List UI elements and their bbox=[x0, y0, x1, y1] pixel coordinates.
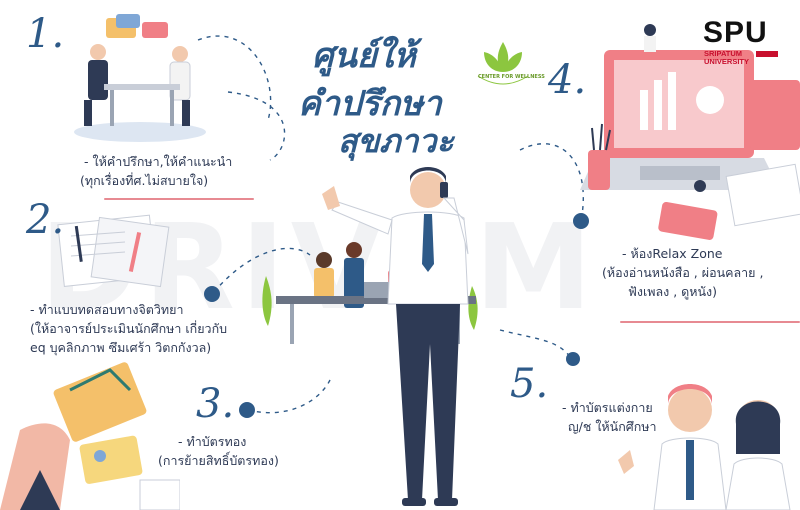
title-line-1: ศูนย์ให้ bbox=[312, 36, 416, 76]
section-1-line-2: (ทุกเรื่องที่ศ.ไม่สบายใจ) bbox=[80, 173, 209, 188]
section-5-line-2: ญ/ช ให้นักศึกษา bbox=[568, 419, 657, 434]
notebook-illustration bbox=[57, 214, 170, 288]
brand-bar bbox=[756, 51, 778, 57]
section-number-1: 1. bbox=[26, 11, 65, 57]
brand-logo-text: SPU bbox=[703, 16, 768, 49]
section-5-line-1: - ทำบัตรแต่งกาย bbox=[562, 400, 653, 415]
brand-sub-line-2: UNIVERSITY bbox=[704, 57, 750, 66]
section-number-3: 3. bbox=[196, 381, 235, 427]
businessman-illustration bbox=[322, 167, 469, 506]
relax-zone-illustration bbox=[580, 24, 800, 240]
title-line-3: สุขภาวะ bbox=[338, 122, 454, 160]
section-number-2: 2. bbox=[26, 197, 65, 243]
connector-dot bbox=[239, 402, 255, 418]
section-2-line-1: - ทำแบบทดสอบทางจิตวิทยา bbox=[30, 302, 184, 317]
section-number-5: 5. bbox=[510, 361, 549, 407]
connector-dot bbox=[204, 286, 220, 302]
consultation-illustration bbox=[74, 14, 206, 142]
section-number-4: 4. bbox=[548, 57, 587, 103]
section-2-line-2: (ให้อาจารย์ประเมินนักศึกษา เกี่ยวกับ bbox=[30, 321, 228, 336]
section-4-underline bbox=[620, 321, 800, 323]
section-1-line-1: - ให้คำปรึกษา,ให้คำแนะนำ bbox=[84, 154, 233, 169]
wellness-logo bbox=[477, 42, 529, 85]
section-3-line-2: (การย้ายสิทธิ์บัตรทอง) bbox=[158, 453, 279, 468]
gold-card-illustration bbox=[0, 362, 180, 510]
uniform-card-illustration bbox=[618, 384, 791, 510]
section-2-line-3: eq บุคลิกภาพ ซึมเศร้า วิตกกังวล) bbox=[30, 340, 212, 355]
connector-dot bbox=[566, 352, 580, 366]
section-1-underline bbox=[104, 198, 254, 200]
section-4-line-1: - ห้องRelax Zone bbox=[622, 246, 723, 261]
section-4-line-2: (ห้องอ่านหนังสือ , ผ่อนคลาย , bbox=[602, 265, 764, 280]
brand-sub-line-1: SRIPATUM bbox=[704, 49, 743, 58]
connector-dot bbox=[573, 213, 589, 229]
section-4-line-3: ฟังเพลง , ดูหนัง) bbox=[628, 284, 718, 299]
section-3-line-1: - ทำบัตรทอง bbox=[178, 434, 247, 449]
title-line-2: คำปรึกษา bbox=[298, 84, 442, 124]
wellness-logo-text: CENTER FOR WELLNESS bbox=[478, 74, 545, 80]
